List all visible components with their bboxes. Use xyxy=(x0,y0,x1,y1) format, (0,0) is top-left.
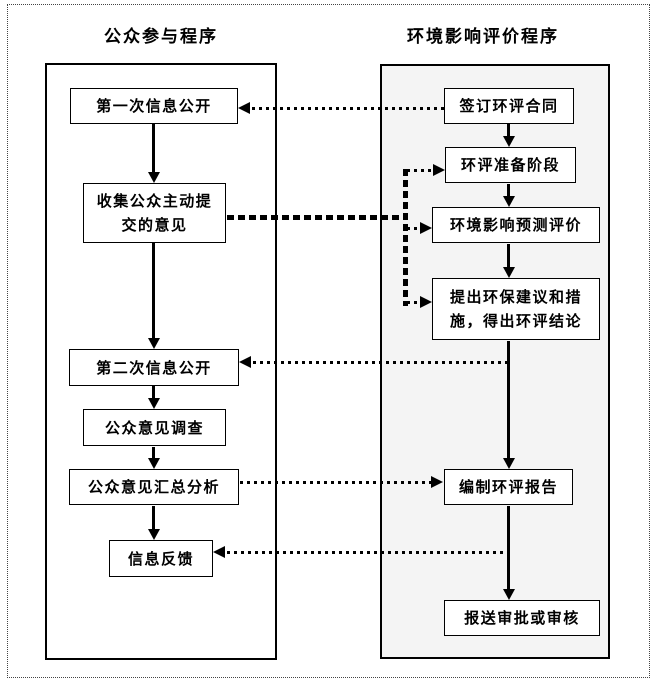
dashed-branch-r4-line xyxy=(407,301,421,304)
arrow-l1-l2-line xyxy=(152,124,155,173)
arrow-l3-l4-head xyxy=(148,398,160,409)
arrow-l3-l4-line xyxy=(152,386,155,399)
dashed-l2-trunk-vertical xyxy=(403,169,408,306)
dotted-r4r5-to-l3-line xyxy=(253,361,509,364)
arrow-r4-r5-line xyxy=(507,341,510,459)
dotted-l5-to-r5-head xyxy=(431,476,443,488)
arrow-l2-l3-line xyxy=(152,243,155,339)
node-public-opinion-survey: 公众意见调查 xyxy=(83,409,226,446)
arrow-l2-l3-head xyxy=(148,338,160,349)
figure-border xyxy=(7,4,650,678)
node-submit-for-approval: 报送审批或审核 xyxy=(444,600,600,636)
arrow-r5-r6-head xyxy=(503,589,515,600)
arrow-l1-l2-head xyxy=(148,172,160,183)
arrow-l4-l5-line xyxy=(152,447,155,459)
node-collect-public-opinions: 收集公众主动提 交的意见 xyxy=(83,183,226,243)
arrow-l4-l5-head xyxy=(148,458,160,469)
dashed-l2-trunk-horizontal xyxy=(227,215,406,220)
arrow-r4-r5-head xyxy=(503,458,515,469)
node-first-information-disclosure: 第一次信息公开 xyxy=(70,88,238,124)
arrow-r1-r2-head xyxy=(503,136,515,147)
node-proposals-and-conclusion: 提出环保建议和措 施，得出环评结论 xyxy=(432,278,600,340)
dotted-r5r6-to-l6-line xyxy=(227,551,509,554)
node-impact-prediction-assessment: 环境影响预测评价 xyxy=(432,207,600,243)
node-compile-eia-report: 编制环评报告 xyxy=(444,469,573,505)
dotted-r1-to-l1-head xyxy=(238,102,250,114)
dotted-r5r6-to-l6-head xyxy=(213,546,225,558)
arrow-r3-r4-head xyxy=(503,267,515,278)
dashed-branch-r3-line xyxy=(407,227,421,230)
node-eia-preparation-stage: 环评准备阶段 xyxy=(445,147,576,183)
node-opinion-summary-analysis: 公众意见汇总分析 xyxy=(69,469,239,505)
dotted-r1-to-l1-line xyxy=(252,107,444,110)
dashed-branch-r2-head xyxy=(433,164,445,176)
arrow-r2-r3-head xyxy=(503,196,515,207)
dotted-r4r5-to-l3-head xyxy=(239,356,251,368)
dotted-l5-to-r5-line xyxy=(240,481,431,484)
arrow-r1-r2-line xyxy=(507,124,510,137)
arrow-r2-r3-line xyxy=(507,184,510,197)
node-information-feedback: 信息反馈 xyxy=(109,540,213,577)
arrow-l5-l6-line xyxy=(152,506,155,530)
arrow-l5-l6-head xyxy=(148,529,160,540)
dashed-branch-r2-line xyxy=(407,169,434,172)
node-sign-eia-contract: 签订环评合同 xyxy=(444,88,574,124)
arrow-r3-r4-line xyxy=(507,244,510,268)
dashed-branch-r3-head xyxy=(420,222,432,234)
dashed-branch-r4-head xyxy=(420,296,432,308)
node-second-information-disclosure: 第二次信息公开 xyxy=(69,349,239,386)
arrow-r5-r6-line xyxy=(507,506,510,590)
left-column-title: 公众参与程序 xyxy=(104,26,218,47)
right-column-title: 环境影响评价程序 xyxy=(407,26,559,47)
